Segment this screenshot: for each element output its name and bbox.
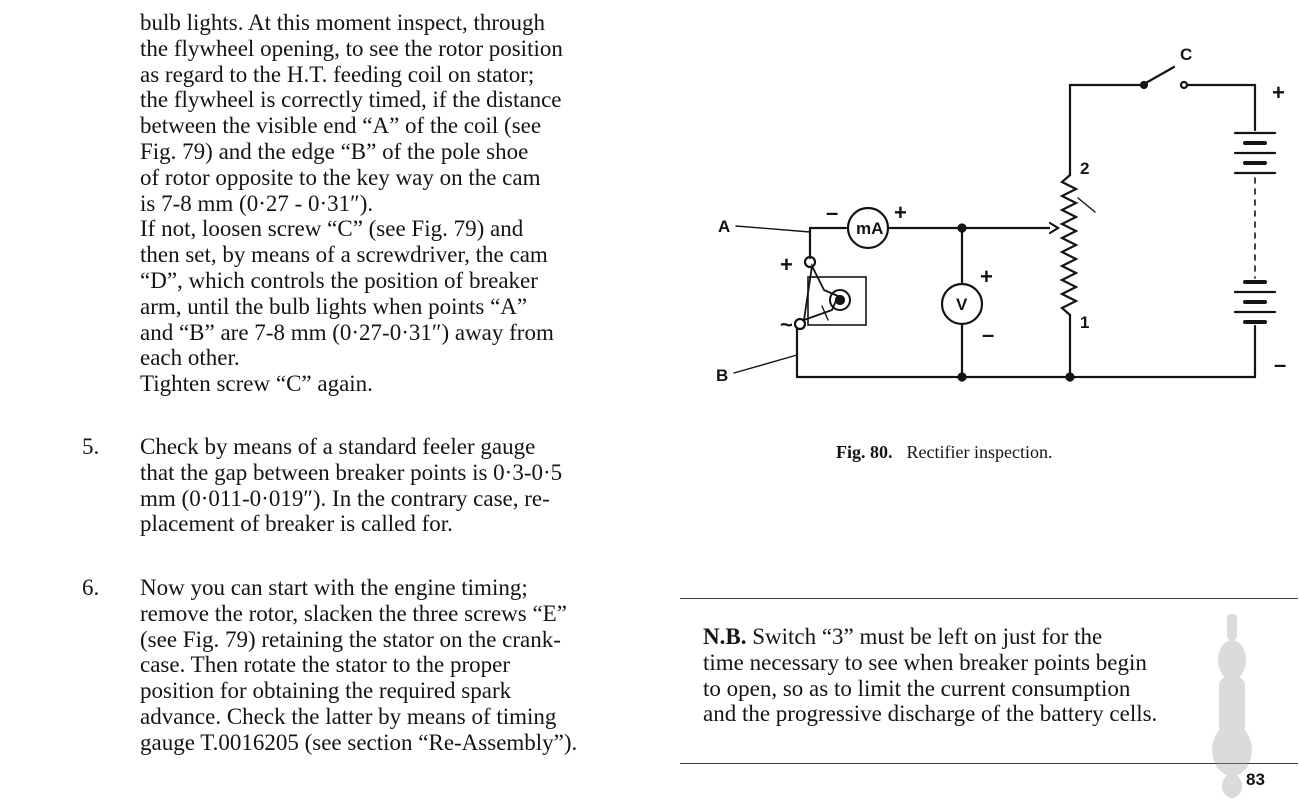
text-line: between the visible end “A” of the coil …	[140, 113, 542, 139]
figure-caption: Fig. 80. Rectifier inspection.	[836, 442, 1052, 463]
text-line: If not, loosen screw “C” (see Fig. 79) a…	[140, 216, 524, 242]
note-line: N.B. Switch “3” must be left on just for…	[703, 624, 1268, 650]
rectifier-dash	[821, 305, 829, 321]
rectifier-pivot	[829, 289, 851, 311]
leader-B	[733, 354, 798, 374]
rectifier-pivot-inner	[834, 294, 846, 306]
rectifier-box	[807, 276, 867, 326]
text-line: the flywheel is correctly timed, if the …	[140, 87, 562, 113]
text-line: (see Fig. 79) retaining the stator on th…	[140, 626, 561, 652]
ammeter-plus: +	[894, 200, 907, 225]
ammeter-minus: –	[826, 200, 838, 225]
battery-plus: +	[1272, 80, 1285, 105]
text-line: the flywheel opening, to see the rotor p…	[140, 35, 563, 61]
text-line: placement of breaker is called for.	[140, 511, 453, 537]
label-A: A	[718, 217, 730, 236]
note-block: N.B. Switch “3” must be left on just for…	[703, 624, 1268, 727]
wiper-arrow-head	[1048, 221, 1061, 235]
voltmeter-label: V	[956, 295, 968, 314]
battery-minus: –	[1274, 352, 1286, 377]
rectifier-ac: ~	[780, 312, 793, 337]
rectifier-plus: +	[780, 252, 793, 277]
ammeter-label: mA	[856, 219, 883, 238]
text-line: is 7-8 mm (0·27 - 0·31″).	[140, 190, 374, 216]
text-line: gauge T.0016205 (see section “Re-Assembl…	[140, 729, 578, 755]
note-label: N.B.	[703, 624, 747, 649]
rectifier-terminal-top	[803, 255, 817, 269]
text-line: advance. Check the latter by means of ti…	[140, 703, 557, 729]
note-line: to open, so as to limit the current cons…	[703, 675, 1131, 701]
note-text: Switch “3” must be left on just for the	[746, 624, 1103, 649]
text-line: then set, by means of a screwdriver, the…	[140, 242, 548, 268]
text-line: Fig. 79) and the edge “B” of the pole sh…	[140, 138, 529, 164]
paragraph-continuation: bulb lights. At this moment inspect, thr…	[140, 10, 655, 397]
divider-bottom	[680, 763, 1298, 764]
figure-caption-text: Rectifier inspection.	[906, 442, 1053, 462]
item-number: 6.	[82, 575, 100, 600]
rectifier-arm	[802, 263, 840, 322]
note-line: time necessary to see when breaker point…	[703, 649, 1147, 675]
text-line: remove the rotor, slacken the three scre…	[140, 600, 567, 626]
item-body: Now you can start with the engine timing…	[140, 575, 655, 756]
label-C: C	[1180, 45, 1192, 64]
rheostat-label-top: 2	[1080, 159, 1089, 178]
text-line: “D”, which controls the position of brea…	[140, 267, 538, 293]
rheostat-arrow-diag	[1077, 197, 1096, 213]
note-line: and the progressive discharge of the bat…	[703, 701, 1158, 727]
label-B: B	[716, 366, 728, 385]
text-line: case. Then rotate the stator to the prop…	[140, 652, 510, 678]
voltmeter-minus: –	[982, 322, 994, 347]
wire-top-left	[1068, 83, 1142, 172]
text-line: arm, until the bulb lights when points “…	[140, 293, 528, 319]
battery-bottom	[1233, 280, 1277, 324]
rectifier-terminal-bottom	[793, 317, 807, 331]
switch-blade	[1142, 65, 1176, 86]
scooter-watermark-icon	[1212, 614, 1252, 798]
rheostat-zigzag	[1059, 173, 1079, 317]
text-line: as regard to the H.T. feeding coil on st…	[140, 61, 535, 87]
rheostat-label-bottom: 1	[1080, 313, 1089, 332]
circuit-diagram: A B C mA V 2 1 – + + – + ~ + –	[716, 45, 1286, 385]
wire-top-right	[1185, 83, 1257, 132]
text-line: Now you can start with the engine timing…	[140, 575, 528, 600]
text-line: position for obtaining the required spar…	[140, 678, 512, 704]
text-line: and “B” are 7-8 mm (0·27-0·31″) away fro…	[140, 319, 554, 345]
voltmeter-plus: +	[980, 264, 993, 289]
text-line: mm (0·011-0·019″). In the contrary case,…	[140, 485, 550, 511]
battery-top	[1233, 131, 1277, 175]
item-body: Check by means of a standard feeler gaug…	[140, 434, 655, 537]
text-line: of rotor opposite to the key way on the …	[140, 164, 541, 190]
text-line: Check by means of a standard feeler gaug…	[140, 434, 536, 459]
leader-A	[735, 225, 811, 233]
figure-number: Fig. 80.	[836, 442, 893, 462]
text-line: each other.	[140, 345, 240, 371]
divider-top	[680, 598, 1298, 599]
text-line: Tighten screw “C” again.	[140, 371, 373, 397]
text-line: that the gap between breaker points is 0…	[140, 459, 563, 485]
text-line: bulb lights. At this moment inspect, thr…	[140, 10, 546, 35]
page-number: 83	[1246, 770, 1265, 789]
item-number: 5.	[82, 434, 100, 459]
